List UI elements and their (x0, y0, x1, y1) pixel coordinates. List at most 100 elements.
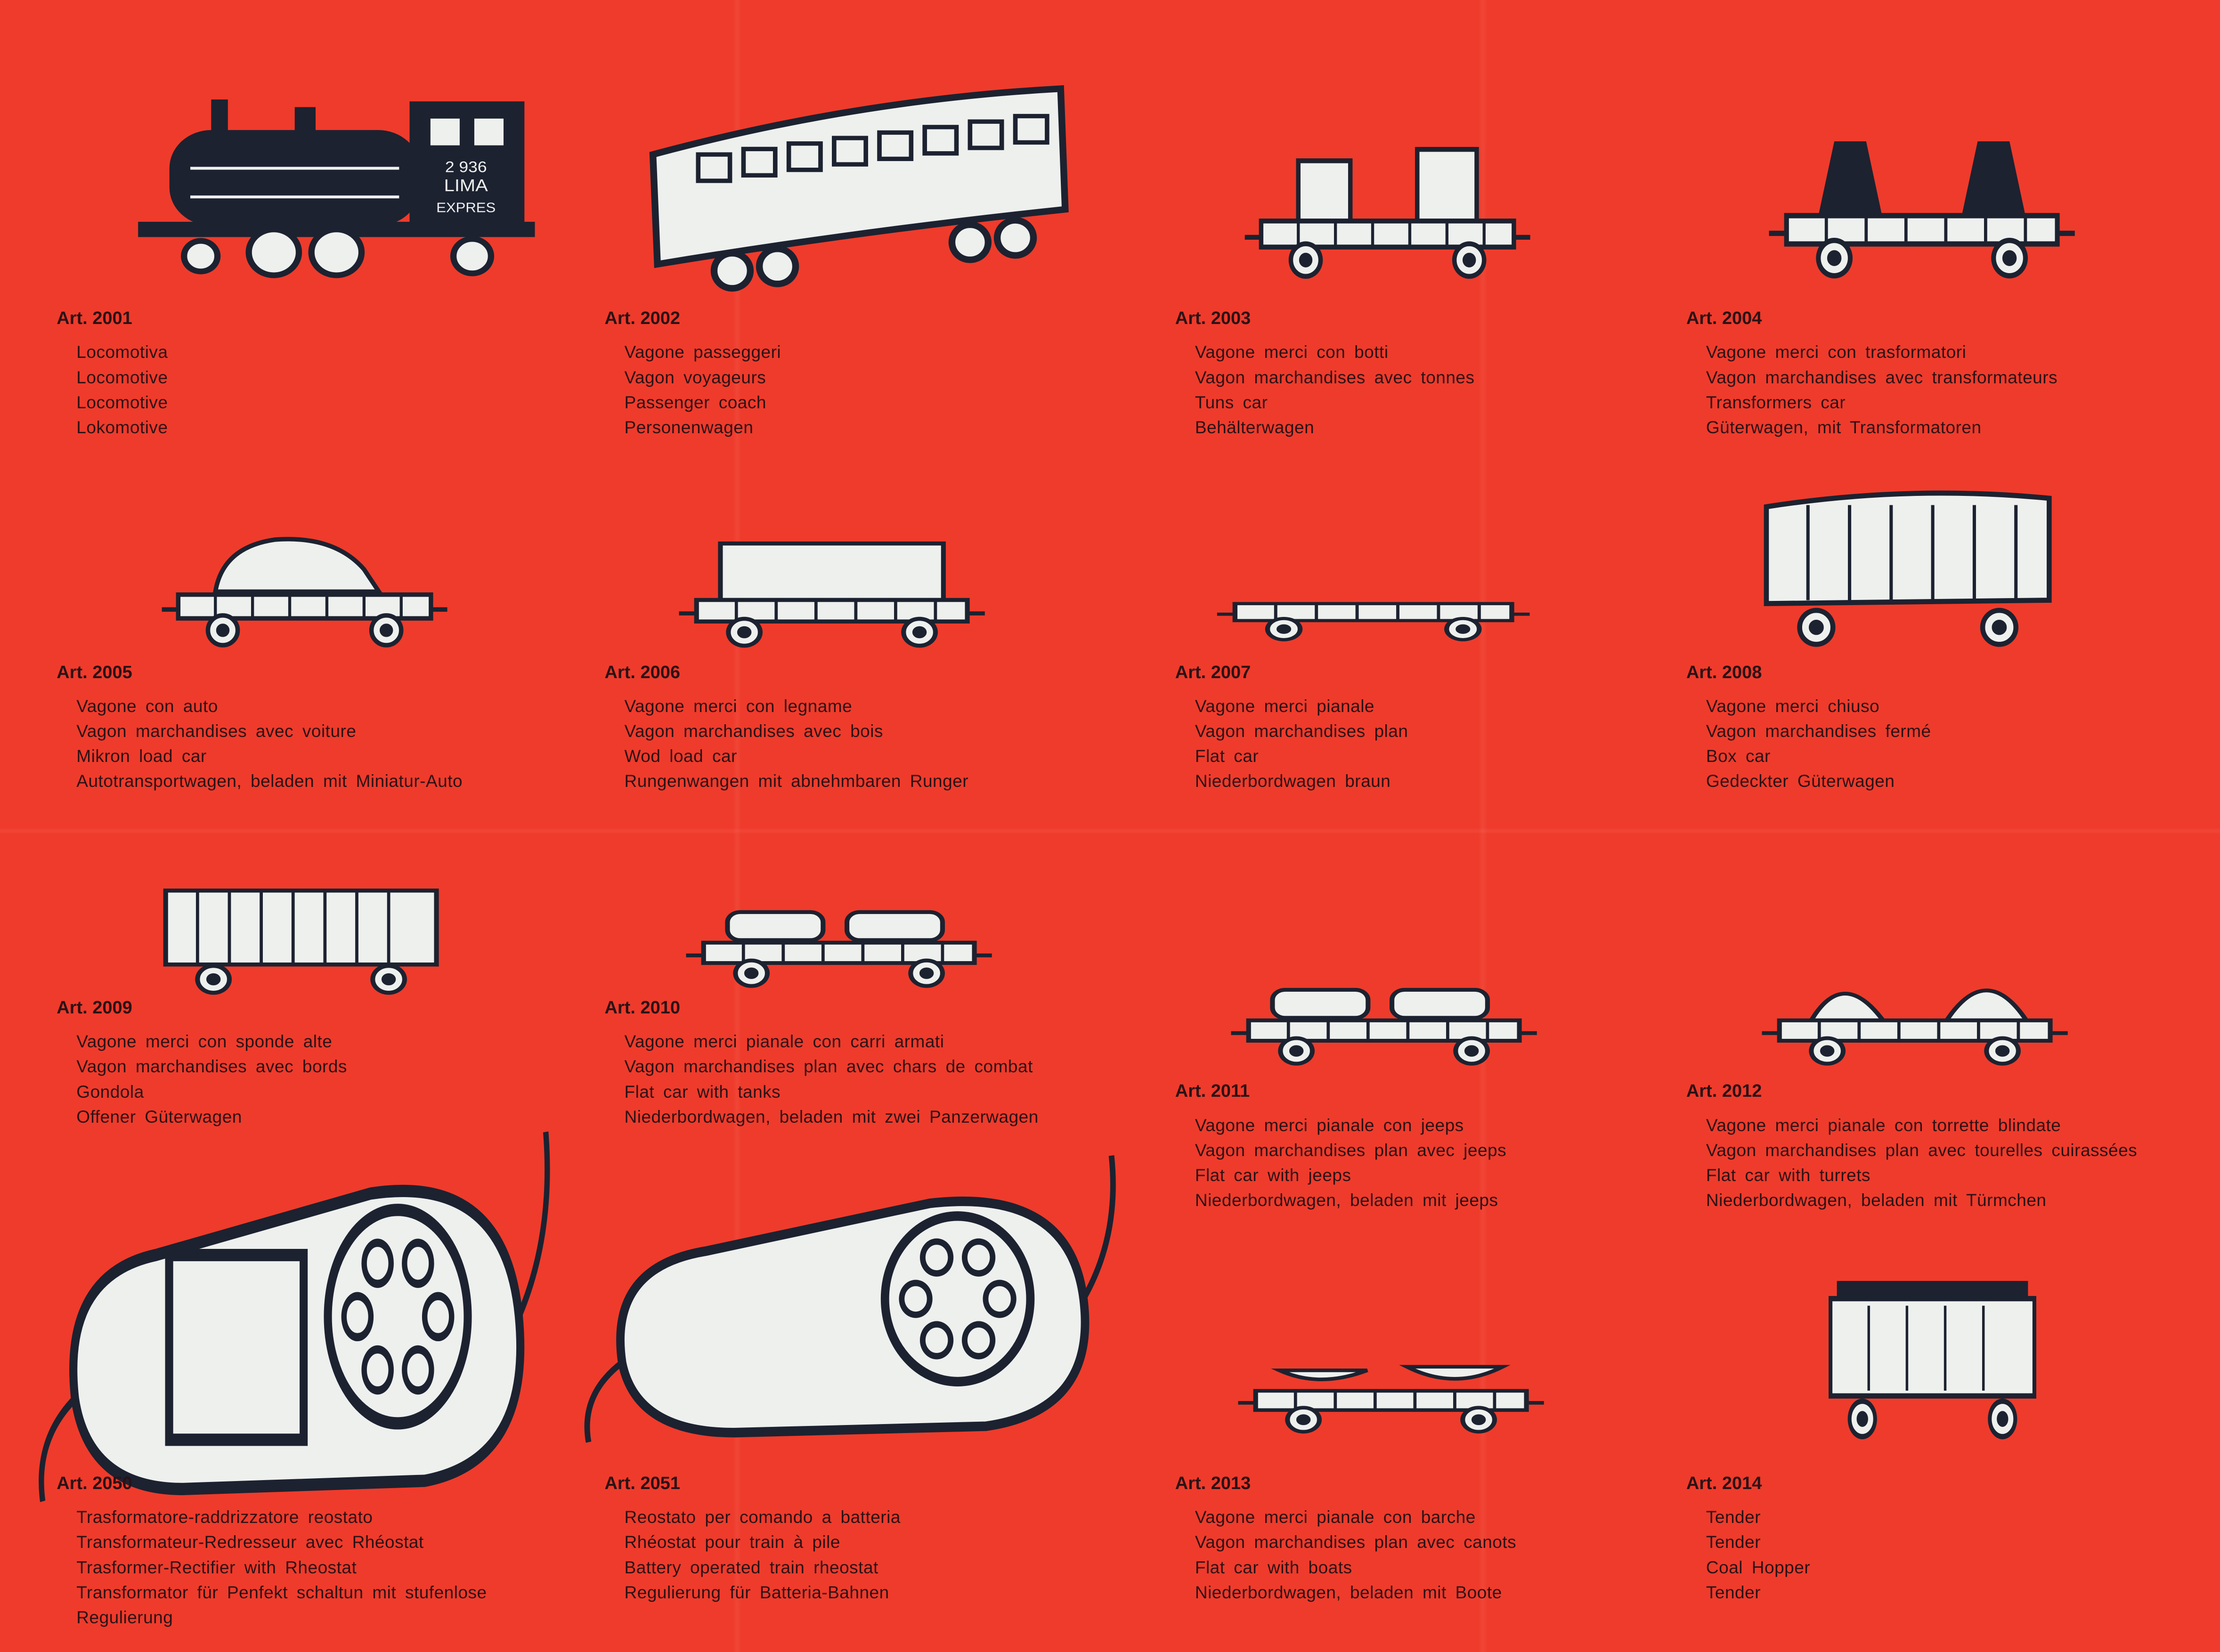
passenger-coach-illustration (630, 78, 1083, 297)
flatcar-illustration (1211, 538, 1536, 644)
description-line: Vagon marchandises plan avec tourelles c… (1706, 1140, 2138, 1160)
gondola-illustration (142, 864, 460, 998)
description-line: Vagon marchandises avec transformateurs (1706, 367, 2058, 387)
description-line: Regulierung (76, 1607, 173, 1627)
description-line: Flat car with turrets (1706, 1165, 1870, 1185)
description-line: Locomotive (76, 392, 168, 412)
article-number: Art. 2006 (604, 662, 680, 682)
description-line: Tender (1706, 1582, 1761, 1602)
description-line: Battery operated train rheostat (624, 1557, 878, 1577)
article-number: Art. 2001 (57, 308, 132, 329)
description-line: Vagone merci pianale (1195, 696, 1374, 716)
description-line: Coal Hopper (1706, 1557, 1811, 1577)
description-line: Niederbordwagen, beladen mit jeeps (1195, 1190, 1498, 1210)
description-line: Rhéostat pour train à pile (624, 1532, 840, 1552)
article-number: Art. 2010 (604, 998, 680, 1018)
description-line: Behälterwagen (1195, 417, 1315, 437)
description-line: Flat car with tanks (624, 1082, 781, 1101)
flatcar-jeeps-illustration (1225, 941, 1543, 1069)
description-line: Personenwagen (624, 417, 754, 437)
description-line: Lokomotive (76, 417, 168, 437)
flatcar-tuns-illustration (1239, 120, 1536, 283)
article-number: Art. 2004 (1686, 308, 1762, 329)
description-line: Vagon marchandises plan avec canots (1195, 1532, 1517, 1552)
transformer-rheostat-illustration (21, 1111, 559, 1522)
description-line: Trasformer-Rectifier with Rheostat (76, 1557, 357, 1577)
description-line: Vagone passeggeri (624, 342, 781, 362)
article-number: Art. 2007 (1175, 662, 1251, 682)
description-line: Reostato per comando a batteria (624, 1507, 901, 1527)
description-line: Transformers car (1706, 392, 1846, 412)
svg-text:EXPRES: EXPRES (436, 201, 496, 216)
description-line: Vagone merci pianale con jeeps (1195, 1115, 1464, 1135)
description-line: Vagone merci pianale con carri armati (624, 1032, 944, 1052)
description-line: Vagon marchandises plan (1195, 721, 1408, 741)
article-number: Art. 2002 (604, 308, 680, 329)
description-line: Wod load car (624, 746, 737, 766)
description-line: Transformateur-Redresseur avec Rhéostat (76, 1532, 424, 1552)
article-number: Art. 2003 (1175, 308, 1251, 329)
article-number: Art. 2005 (57, 662, 132, 682)
flatcar-wood-illustration (673, 517, 991, 651)
flatcar-boats-illustration (1232, 1316, 1550, 1436)
description-line: Vagon voyageurs (624, 367, 766, 387)
svg-text:2 936: 2 936 (445, 159, 487, 176)
description-line: Gondola (76, 1082, 144, 1101)
article-number: Art. 2011 (1175, 1081, 1250, 1101)
description-line: Passenger coach (624, 392, 766, 412)
description-line: Vagone merci pianale con torrette blinda… (1706, 1115, 2061, 1135)
description-line: Box car (1706, 746, 1771, 766)
description-line: Vagone con auto (76, 696, 218, 716)
battery-rheostat-illustration (566, 1140, 1125, 1458)
description-line: Niederbordwagen, beladen mit Türmchen (1706, 1190, 2047, 1210)
description-line: Vagon marchandises plan avec chars de co… (624, 1057, 1033, 1077)
description-line: Vagon marchandises avec tonnes (1195, 367, 1475, 387)
description-line: Niederbordwagen braun (1195, 771, 1391, 791)
description-line: Transformator für Penfekt schaltun mit s… (76, 1582, 487, 1602)
description-line: Güterwagen, mit Transformatoren (1706, 417, 1982, 437)
flatcar-auto-illustration (156, 502, 453, 651)
article-number: Art. 2050 (57, 1473, 132, 1493)
flatcar-turrets-illustration (1756, 941, 2074, 1069)
description-line: Tender (1706, 1507, 1761, 1527)
description-line: Flat car (1195, 746, 1259, 766)
article-number: Art. 2012 (1686, 1081, 1762, 1101)
description-line: Vagone merci con legname (624, 696, 853, 716)
description-line: Flat car with jeeps (1195, 1165, 1351, 1185)
description-line: Niederbordwagen, beladen mit Boote (1195, 1582, 1502, 1602)
article-number: Art. 2051 (604, 1473, 680, 1493)
description-line: Niederbordwagen, beladen mit zwei Panzer… (624, 1107, 1039, 1126)
description-line: Gedeckter Güterwagen (1706, 771, 1895, 791)
svg-text:LIMA: LIMA (444, 176, 488, 195)
description-line: Tuns car (1195, 392, 1268, 412)
description-line: Regulierung für Batteria-Bahnen (624, 1582, 889, 1602)
boxcar-illustration (1741, 481, 2074, 651)
description-line: Locomotive (76, 367, 168, 387)
description-line: Trasformatore-raddrizzatore reostato (76, 1507, 373, 1527)
description-line: Vagon marchandises fermé (1706, 721, 1931, 741)
article-number: Art. 2014 (1686, 1473, 1762, 1493)
description-line: Vagone merci con sponde alte (76, 1032, 333, 1052)
description-line: Rungenwangen mit abnehmbaren Runger (624, 771, 969, 791)
description-line: Locomotiva (76, 342, 168, 362)
tender-illustration (1805, 1267, 2060, 1444)
description-line: Vagone merci pianale con barche (1195, 1507, 1476, 1527)
description-line: Vagone merci con botti (1195, 342, 1389, 362)
flatcar-tanks-illustration (680, 864, 998, 991)
article-number: Art. 2009 (57, 998, 132, 1018)
description-line: Flat car with boats (1195, 1557, 1352, 1577)
description-line: Vagone merci chiuso (1706, 696, 1880, 716)
article-number: Art. 2008 (1686, 662, 1762, 682)
description-line: Vagon marchandises avec bords (76, 1057, 347, 1077)
description-line: Mikron load car (76, 746, 207, 766)
description-line: Vagone merci con trasformatori (1706, 342, 1967, 362)
description-line: Tender (1706, 1532, 1761, 1552)
article-number: Art. 2013 (1175, 1473, 1251, 1493)
flatcar-transformers-illustration (1763, 106, 2081, 283)
description-line: Offener Güterwagen (76, 1107, 242, 1126)
description-line: Vagon marchandises avec bois (624, 721, 883, 741)
description-line: Vagon marchandises plan avec jeeps (1195, 1140, 1507, 1160)
locomotive-illustration: 2 936 LIMA EXPRES (128, 92, 545, 283)
description-line: Autotransportwagen, beladen mit Miniatur… (76, 771, 463, 791)
description-line: Vagon marchandises avec voiture (76, 721, 357, 741)
